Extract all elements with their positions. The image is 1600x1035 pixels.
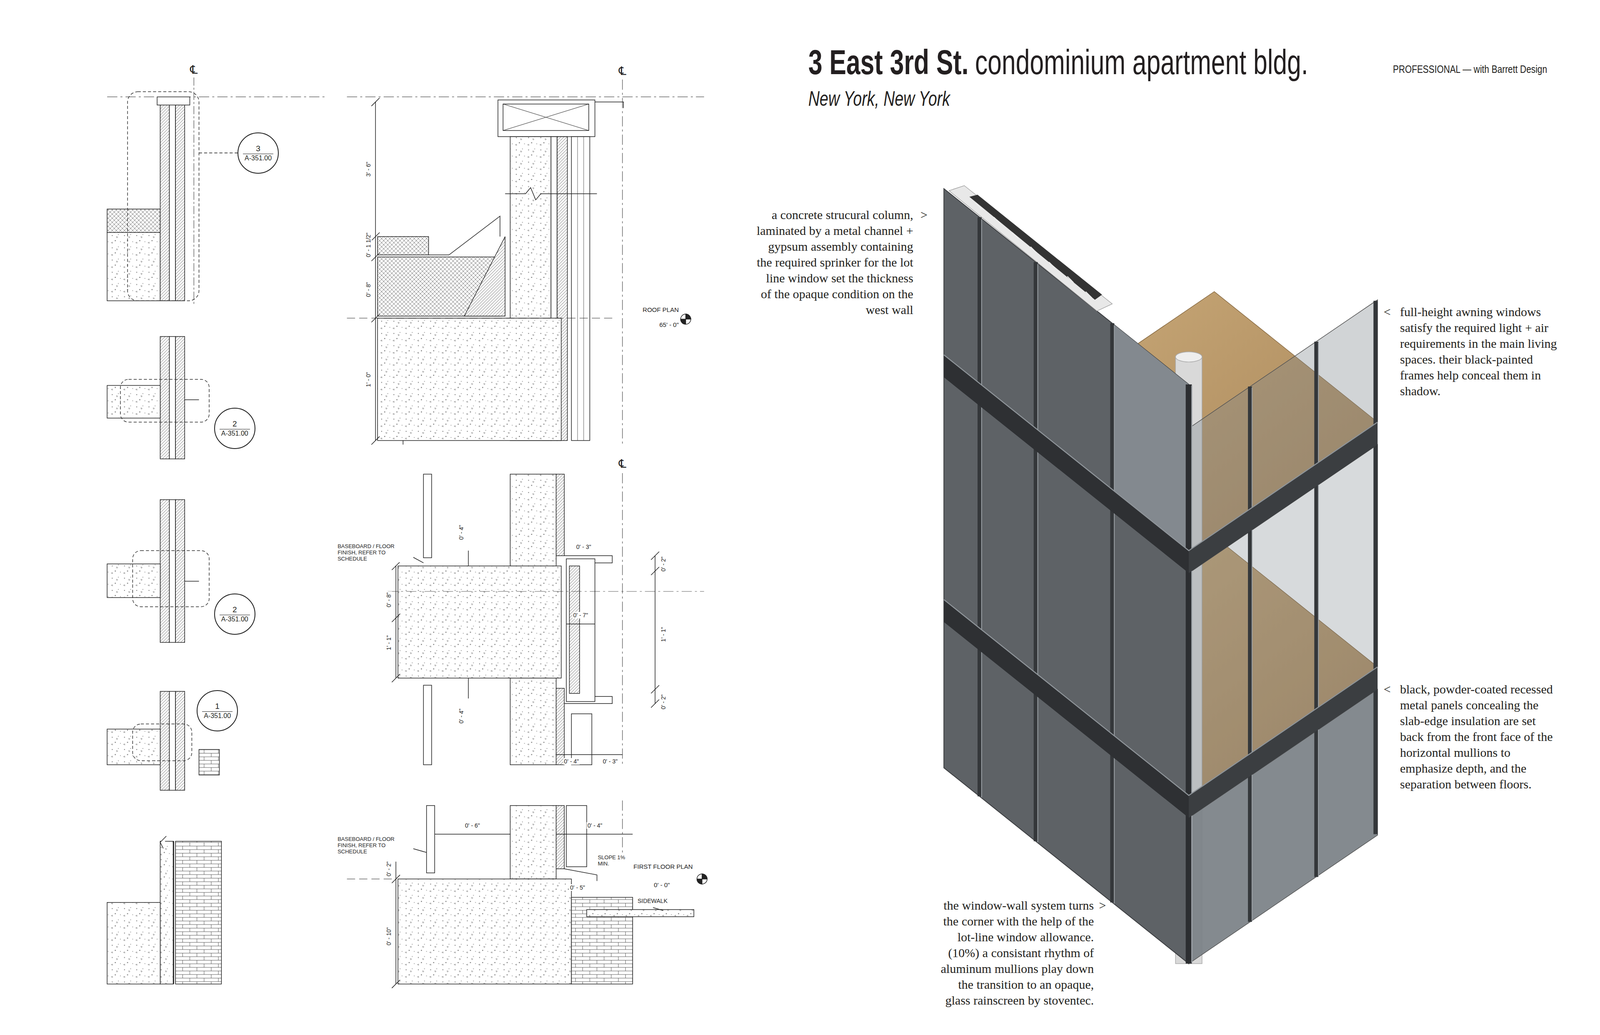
annotation-note: full-height awning windows satisfy the r… — [1400, 304, 1559, 400]
annotation-note: a concrete strucural column, laminated b… — [755, 207, 914, 318]
dimension-text: 0' - 10" — [385, 926, 393, 947]
level-elevation: 0' - 0" — [652, 881, 671, 889]
dimension-text: 3' - 6" — [365, 161, 372, 178]
dimension-text: 0' - 5" — [569, 884, 586, 892]
note-text: SIDEWALK — [636, 897, 669, 905]
pointer-mark: > — [920, 207, 928, 223]
callout-number: 1 — [202, 701, 233, 713]
note-text: SLOPE 1% MIN. — [597, 855, 631, 868]
dimension-text: 0' - 1 1/2" — [365, 231, 372, 258]
note-text: BASEBOARD / FLOOR FINISH, REFER TO SCHED… — [336, 543, 414, 563]
dimension-text: 1' - 1" — [385, 634, 393, 652]
pointer-mark: < — [1383, 681, 1391, 698]
level-elevation: 65' - 0" — [658, 321, 680, 329]
pointer-mark: > — [1099, 897, 1107, 914]
centerline-mark: ℄ — [618, 65, 627, 78]
dimension-text: 1' - 0" — [365, 371, 372, 388]
sheet-reference: A-351.00 — [202, 712, 233, 721]
dimension-text: 1' - 1" — [660, 626, 667, 643]
dimension-text: 0' - 8" — [385, 591, 393, 609]
credit-text: PROFESSIONAL — with Barrett Design — [1392, 63, 1548, 76]
detail-callout: 2A-351.00 — [214, 593, 256, 635]
dimension-text: 0' - 6" — [464, 822, 481, 830]
centerline-mark: ℄ — [190, 64, 198, 76]
title-rest: condominium apartment bldg. — [975, 42, 1309, 82]
dimension-text: 0' - 2" — [660, 555, 667, 573]
annotation-note: black, powder-coated recessed metal pane… — [1400, 681, 1559, 793]
subtitle: New York, New York — [808, 86, 950, 111]
title-bold: 3 East 3rd St. — [808, 42, 969, 82]
dimension-text: 0' - 4" — [457, 524, 465, 542]
dimension-text: 0' - 3" — [602, 758, 619, 765]
dimension-text: 0' - 8" — [365, 281, 372, 299]
level-name: ROOF PLAN — [641, 306, 680, 314]
dimension-text: 0' - 4" — [563, 758, 580, 765]
sheet-reference: A-351.00 — [219, 615, 250, 624]
detail-callout: 1A-351.00 — [196, 690, 238, 732]
note-text: BASEBOARD / FLOOR FINISH, REFER TO SCHED… — [336, 836, 414, 856]
callout-number: 2 — [219, 605, 250, 616]
dimension-text: 0' - 3" — [575, 543, 593, 551]
detail-callout: 2A-351.00 — [214, 407, 256, 450]
level-name: FIRST FLOOR PLAN — [632, 863, 694, 871]
detail-callout: 3A-351.00 — [237, 132, 279, 174]
sheet-reference: A-351.00 — [242, 154, 274, 163]
dimension-text: 0' - 4" — [586, 822, 604, 830]
centerline-mark: ℄ — [618, 458, 627, 470]
callout-number: 3 — [242, 143, 274, 155]
dimension-text: 0' - 7" — [572, 612, 590, 619]
annotation-note: the window-wall system turns the corner … — [935, 897, 1094, 1009]
dimension-text: 0' - 2" — [660, 693, 667, 711]
dimension-text: 0' - 2" — [385, 861, 393, 878]
dimension-text: 0' - 4" — [457, 707, 465, 725]
callout-number: 2 — [219, 419, 250, 430]
sheet-reference: A-351.00 — [219, 429, 250, 438]
pointer-mark: < — [1383, 304, 1391, 320]
